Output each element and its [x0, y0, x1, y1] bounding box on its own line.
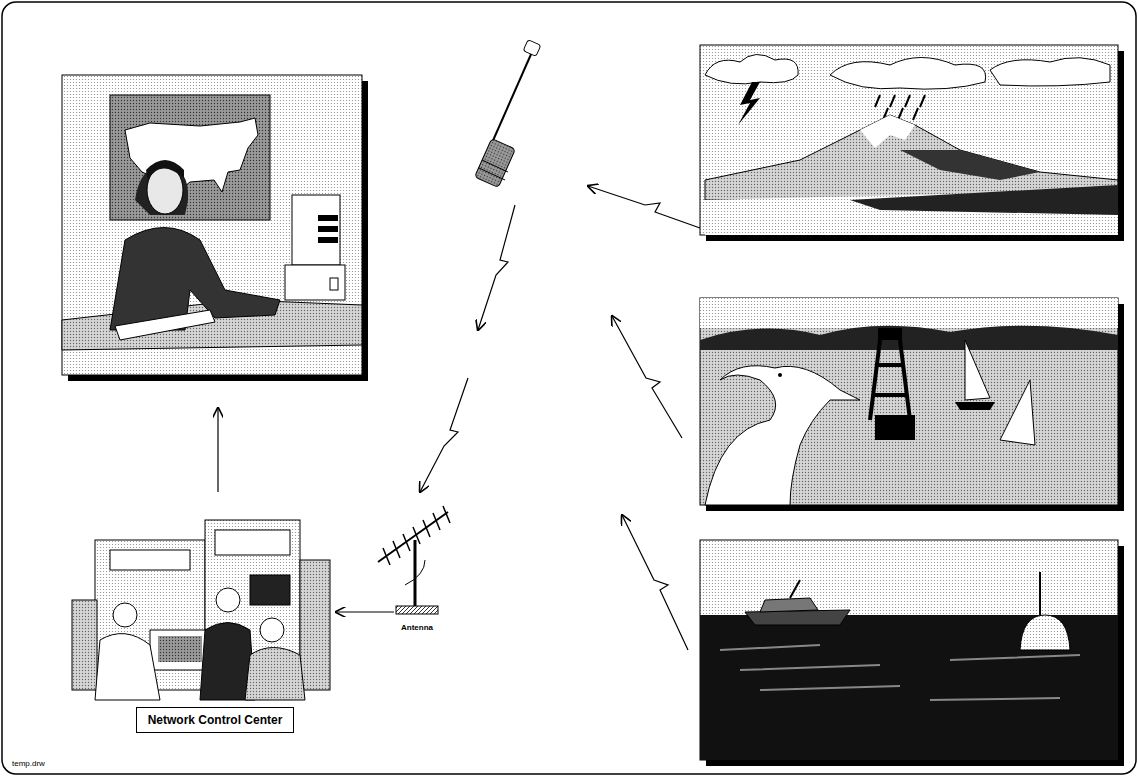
box-label: Network Control Center — [148, 713, 283, 727]
file-name: temp.drw — [12, 760, 45, 769]
sea-panel — [700, 540, 1124, 766]
antenna-label: Antenna — [401, 624, 433, 633]
label-box: Network Control Center — [136, 707, 294, 733]
weather-panel — [700, 45, 1124, 241]
control-center-illustration — [72, 520, 330, 700]
antenna-symbol — [378, 506, 450, 614]
coast-panel — [700, 298, 1124, 511]
satellite — [475, 40, 541, 188]
office-panel — [62, 75, 368, 381]
radio-links — [218, 186, 700, 650]
